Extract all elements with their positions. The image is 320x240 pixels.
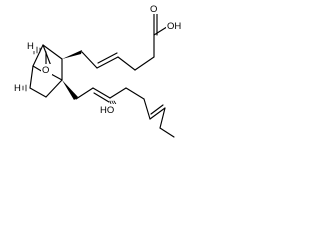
bond-core-2: [32, 44, 44, 67]
bicyclic-core: [29, 44, 63, 98]
bond-core-7: [42, 44, 63, 60]
stereo-h-bottom-label: H: [14, 83, 21, 94]
acid-hydroxyl-label: OH: [167, 21, 181, 32]
bond-core-1: [42, 44, 52, 67]
lower-chain: [62, 80, 175, 138]
upper-chain: [62, 13, 171, 71]
bond-core-4: [29, 87, 47, 98]
side-chain-hydroxyl-label: HO: [100, 105, 114, 116]
bond-core-5: [45, 79, 63, 98]
wedge-upper: [62, 50, 82, 59]
bridge-oxygen-label: O: [42, 65, 49, 76]
bond-core-3: [29, 65, 34, 89]
chemical-structure: O OH O HO H H: [14, 3, 186, 138]
stereo-hash-bottom: [22, 84, 27, 92]
wedge-lower: [62, 80, 78, 100]
acid-oxygen-label: O: [150, 4, 157, 15]
bond-bridge-2: [50, 73, 63, 81]
stereo-h-top-label: H: [27, 41, 34, 52]
